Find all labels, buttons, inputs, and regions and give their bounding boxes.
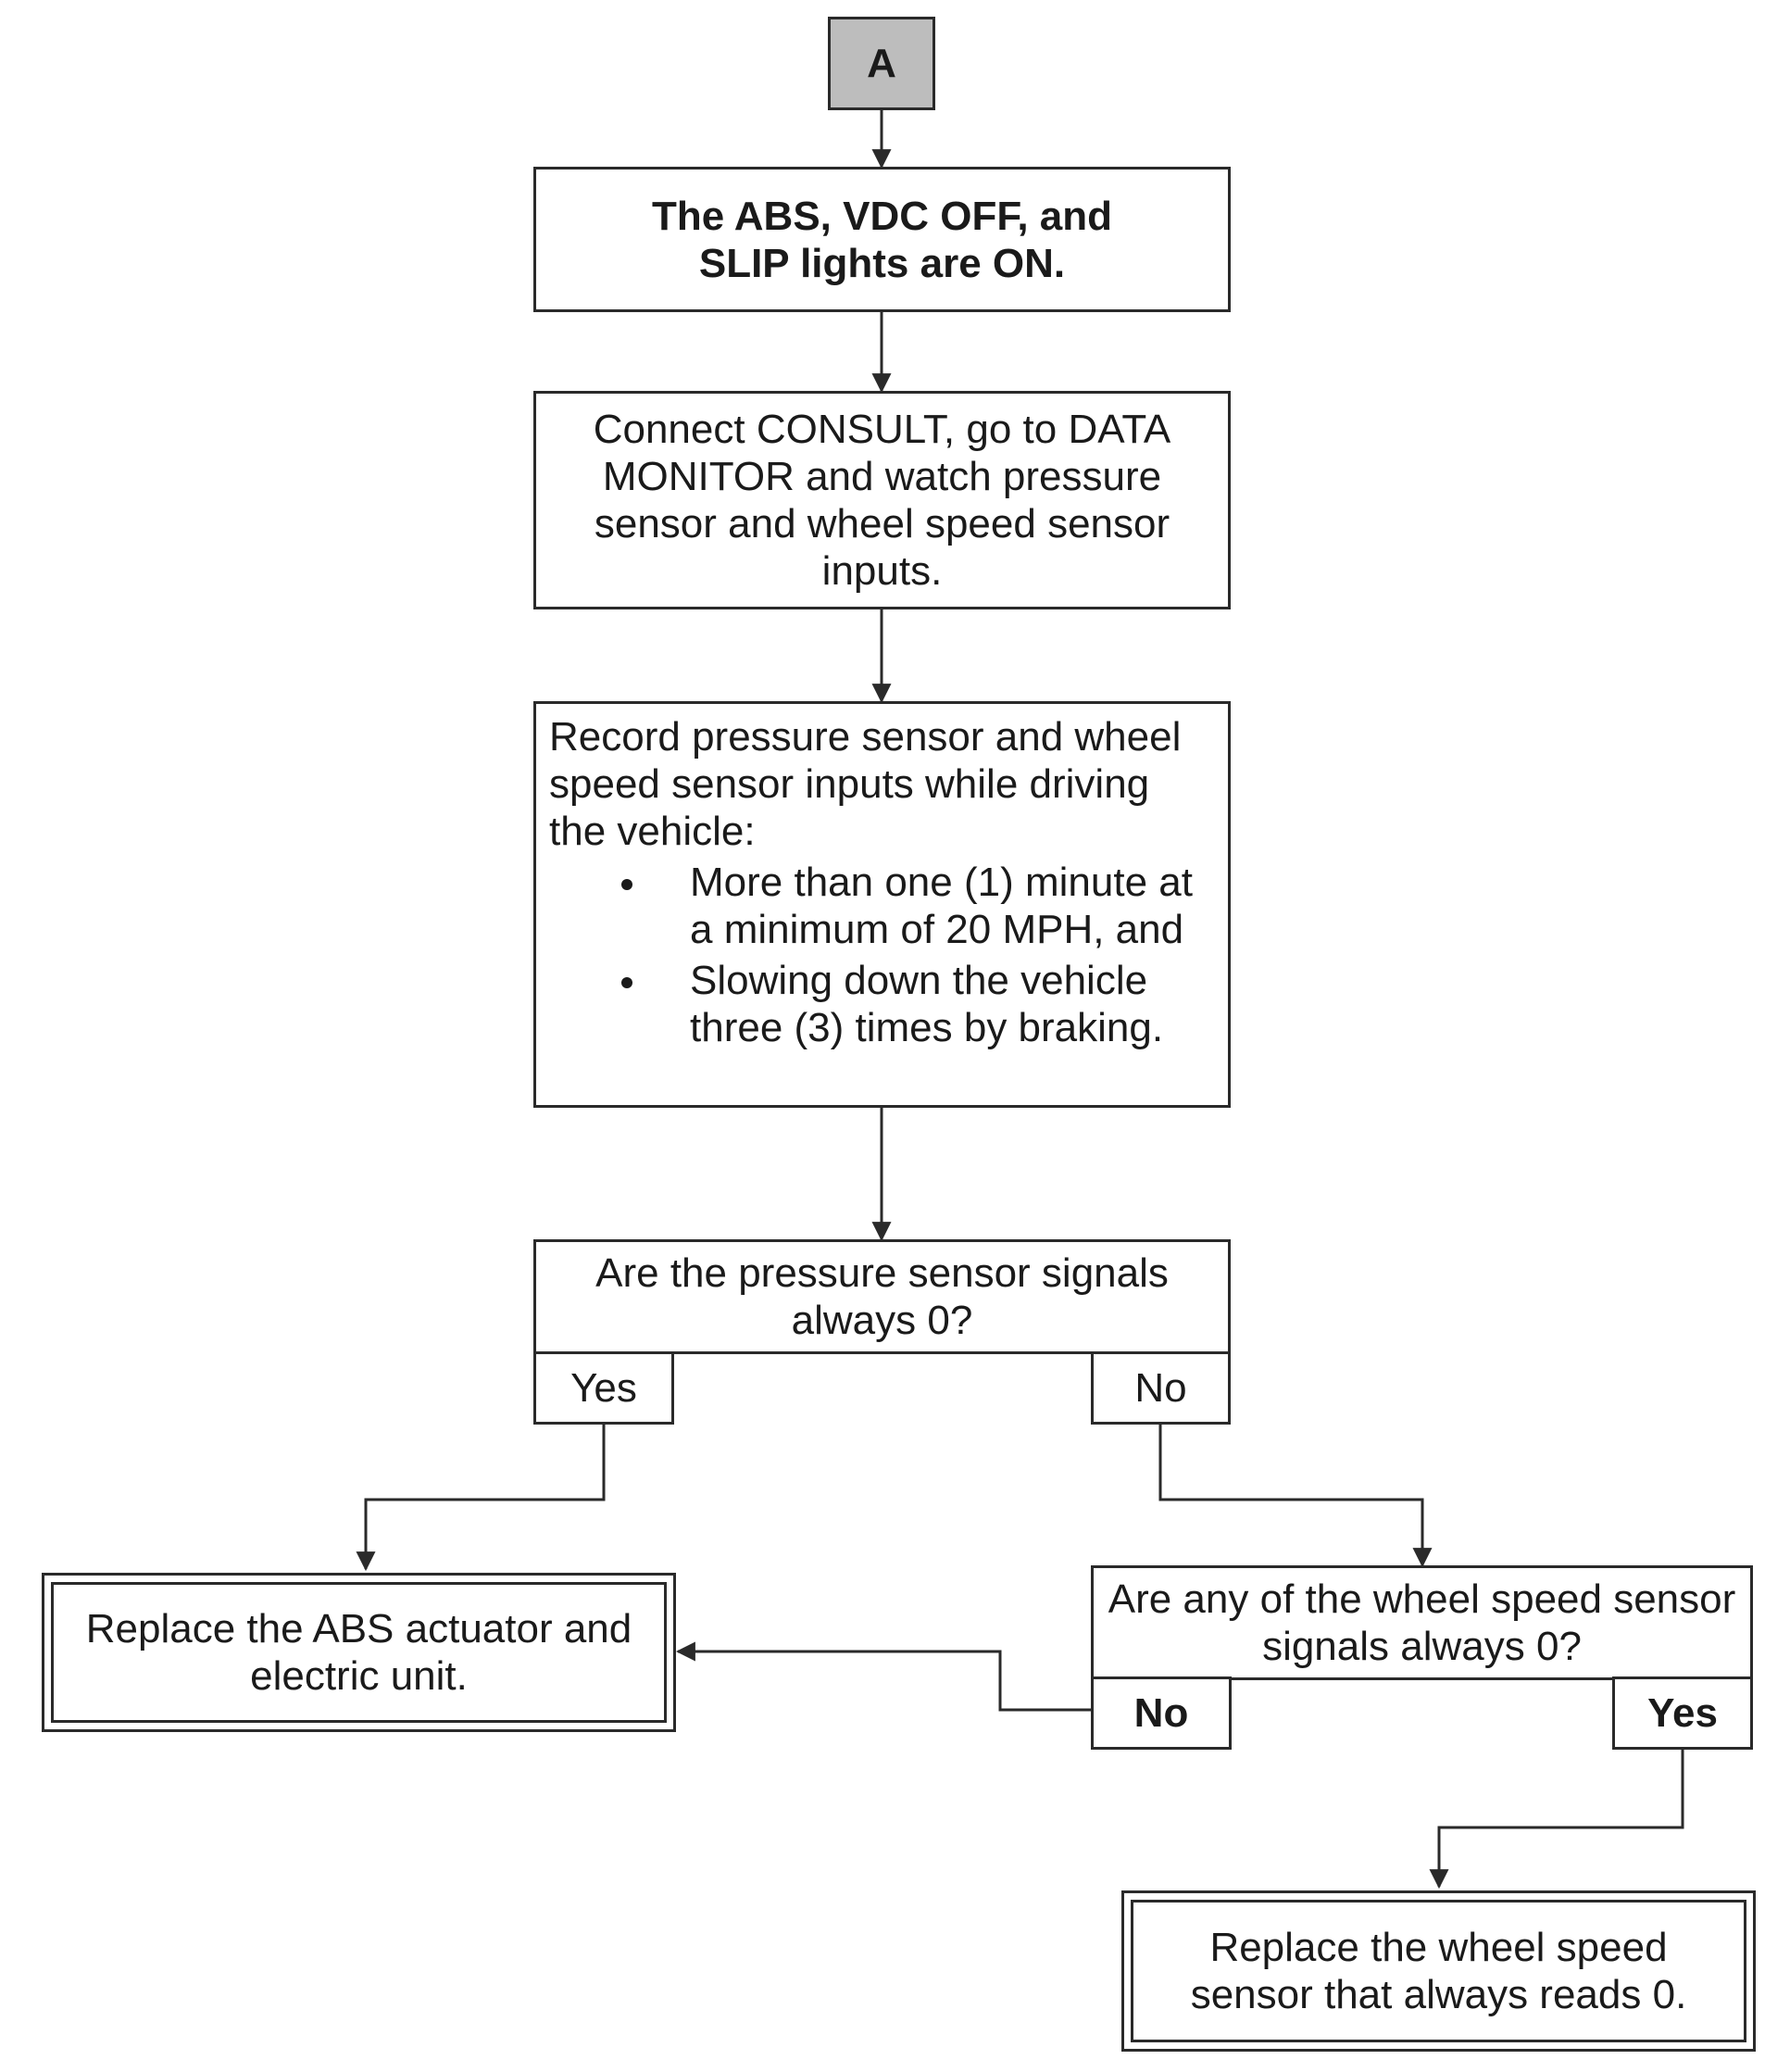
result-replace-actuator-text: Replace the ABS actuator and electric un… [85,1606,632,1699]
decision2-yes-label: Yes [1612,1676,1753,1750]
arrow-no-to-decision2 [1158,1423,1433,1568]
bullet-item: Slowing down the vehicle three (3) times… [621,957,1215,1051]
start-node: A [828,17,935,110]
step-connect-consult-text: Connect CONSULT, go to DATA MONITOR and … [593,407,1171,594]
arrow-no2-to-actuator [675,1641,1091,1712]
decision1-yes-label: Yes [533,1351,674,1425]
result-replace-wheel-sensor: Replace the wheel speed sensor that alwa… [1121,1890,1756,2052]
decision-pressure-sensor: Are the pressure sensor signals always 0… [533,1239,1231,1354]
arrow-yes-to-actuator [356,1423,606,1572]
result-replace-wheel-sensor-text: Replace the wheel speed sensor that alwa… [1190,1925,1687,2017]
decision-wheel-speed-sensor-question: Are any of the wheel speed sensor signal… [1108,1576,1736,1669]
step-record-inputs-text: Record pressure sensor and wheel speed s… [549,714,1182,854]
arrow-yes2-to-sensor [1429,1748,1684,1890]
decision1-no-label: No [1091,1351,1231,1425]
decision-pressure-sensor-question: Are the pressure sensor signals always 0… [595,1250,1169,1343]
step-connect-consult: Connect CONSULT, go to DATA MONITOR and … [533,391,1231,609]
start-label: A [867,41,896,86]
result-replace-actuator: Replace the ABS actuator and electric un… [42,1573,676,1732]
decision-wheel-speed-sensor: Are any of the wheel speed sensor signal… [1091,1565,1753,1680]
step-lights-on-text: The ABS, VDC OFF, and SLIP lights are ON… [651,193,1113,286]
decision2-no-label: No [1091,1676,1232,1750]
step-record-bullets: More than one (1) minute at a minimum of… [549,859,1215,1051]
bullet-item: More than one (1) minute at a minimum of… [621,859,1215,953]
step-record-inputs: Record pressure sensor and wheel speed s… [533,701,1231,1108]
step-lights-on: The ABS, VDC OFF, and SLIP lights are ON… [533,167,1231,312]
